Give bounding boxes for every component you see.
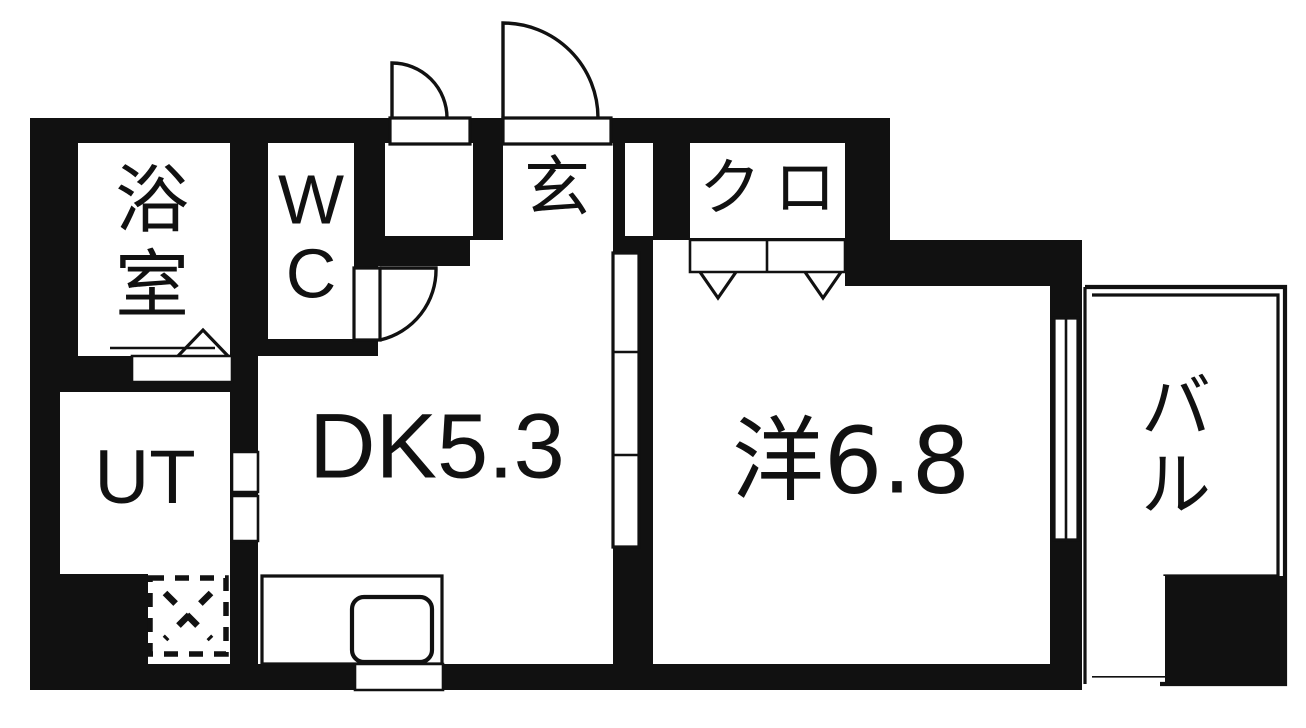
utility-opening-panel-bottom xyxy=(232,496,258,541)
label-closet-char-2: ロ xyxy=(774,151,836,224)
closet-fold-indicator-right xyxy=(803,271,843,301)
kitchen-sink-outline xyxy=(349,594,435,665)
dk-bedroom-sliding-door-outline xyxy=(611,251,641,549)
wc-door-leaf-slot xyxy=(354,268,380,340)
kitchen-window-frame xyxy=(355,664,443,690)
washer-space-dashed-box xyxy=(147,575,229,657)
room-labels: 浴 室 W C 玄 ク ロ UT DK5.3 洋6.8 バ ル xyxy=(94,149,1211,526)
label-balcony-char-2: ル xyxy=(1141,444,1211,526)
closet-door-panel-left xyxy=(690,240,766,272)
bathroom-door-slot xyxy=(132,356,232,382)
entrance-side-slot xyxy=(625,143,653,236)
room-shoe-box xyxy=(385,143,473,236)
label-dining-kitchen: DK5.3 xyxy=(309,395,565,497)
thin-geometry xyxy=(1052,284,1288,687)
room-wc xyxy=(268,143,354,339)
balcony-sliding-window-outline xyxy=(1052,316,1080,542)
label-utility: UT xyxy=(94,435,195,520)
label-bathroom-char-1: 浴 xyxy=(115,158,189,244)
label-balcony-char-1: バ xyxy=(1141,366,1211,448)
label-entrance: 玄 xyxy=(524,149,590,226)
shoe-door-leaf xyxy=(388,116,472,146)
room-utility-washer-bay xyxy=(148,392,230,664)
label-wc-char-2: C xyxy=(286,234,337,312)
openings-layer xyxy=(110,21,847,692)
bathroom-door-panel xyxy=(130,354,234,384)
balcony-wall-jog xyxy=(1165,576,1285,684)
closet-door-panels-outline xyxy=(688,238,847,274)
dk-bedroom-sliding-door-frame xyxy=(613,253,639,547)
label-bathroom-char-2: 室 xyxy=(115,243,189,329)
kitchen-window-outline xyxy=(353,662,445,692)
kitchen-sink-basin xyxy=(352,597,432,662)
room-western xyxy=(653,240,1050,664)
wc-door-swing-arc xyxy=(379,266,438,342)
closet-fold-indicator-left xyxy=(698,271,738,301)
room-closet xyxy=(690,143,845,238)
label-wc-char-1: W xyxy=(278,160,344,238)
label-closet-char-1: ク xyxy=(699,151,761,224)
entrance-door-leaf xyxy=(501,116,613,146)
balcony-lower-leg xyxy=(1092,576,1165,676)
utility-opening-outline-top xyxy=(230,450,260,494)
shoe-door-swing-arc xyxy=(390,61,449,119)
room-interiors xyxy=(60,143,1278,676)
entrance-door-leaf-slot xyxy=(503,118,611,144)
utility-opening-outline-bottom xyxy=(230,494,260,543)
room-entrance xyxy=(503,143,613,240)
entrance-door-swing-arc xyxy=(501,21,600,119)
shoe-door-leaf-slot xyxy=(390,118,470,144)
label-western-room: 洋6.8 xyxy=(732,407,970,514)
closet-door-panel-right xyxy=(768,240,845,272)
room-bathroom xyxy=(78,143,230,356)
utility-opening-panel-top xyxy=(232,452,258,492)
room-dining-kitchen xyxy=(258,240,613,664)
washer-space-x-mark xyxy=(162,590,214,642)
